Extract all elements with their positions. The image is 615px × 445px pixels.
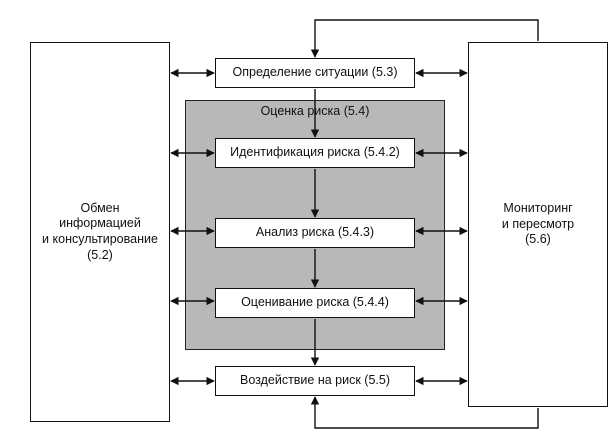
- risk-evaluation-label: Оценивание риска (5.4.4): [241, 295, 389, 310]
- monitoring-line-2: и пересмотр: [501, 216, 575, 231]
- monitoring-review-box: Мониторинг и пересмотр (5.6): [468, 42, 608, 407]
- monitoring-line-3: (5.6): [525, 232, 551, 247]
- risk-treatment-label: Воздействие на риск (5.5): [239, 373, 390, 388]
- communication-consultation-box: Обмен информацией и консультирование (5.…: [30, 42, 170, 422]
- establish-context-box: Определение ситуации (5.3): [215, 58, 415, 88]
- risk-assessment-title: Оценка риска (5.4): [260, 104, 370, 118]
- communication-line-1: Обмен: [80, 200, 120, 215]
- risk-treatment-box: Воздействие на риск (5.5): [215, 366, 415, 396]
- risk-identification-box: Идентификация риска (5.4.2): [215, 138, 415, 168]
- risk-analysis-label: Анализ риска (5.4.3): [255, 225, 375, 240]
- risk-analysis-box: Анализ риска (5.4.3): [215, 218, 415, 248]
- monitoring-line-1: Мониторинг: [503, 201, 573, 216]
- communication-line-4: (5.2): [87, 247, 113, 262]
- communication-line-2: информацией: [59, 216, 141, 231]
- risk-evaluation-box: Оценивание риска (5.4.4): [215, 288, 415, 318]
- communication-line-3: и консультирование: [42, 232, 158, 246]
- risk-identification-label: Идентификация риска (5.4.2): [230, 145, 400, 160]
- establish-context-label: Определение ситуации (5.3): [232, 65, 398, 80]
